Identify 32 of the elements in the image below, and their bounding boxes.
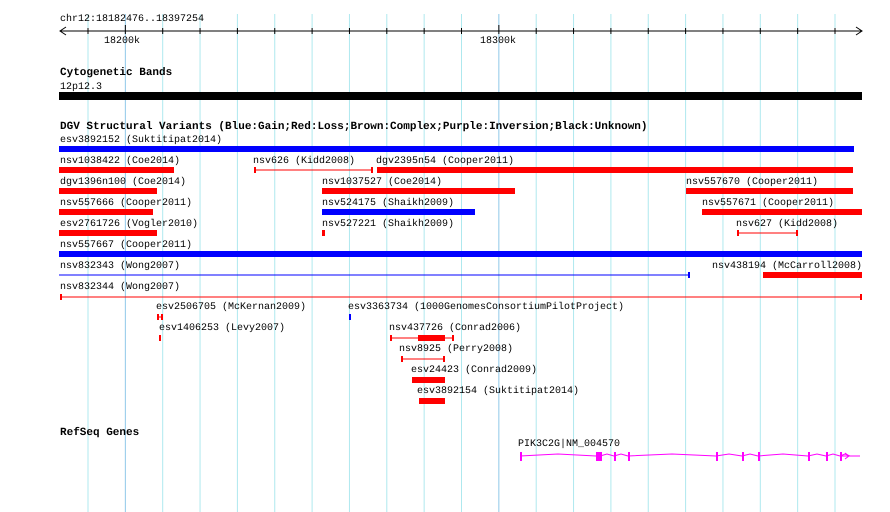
band-label: 12p12.3 [60,82,102,94]
scale-label: 18300k [480,36,516,48]
variant-label: nsv626 (Kidd2008) [253,156,356,168]
gene-label: PIK3C2G|NM_004570 [518,439,620,451]
variant-label: esv3363734 (1000GenomesConsortiumPilotProject) [348,302,624,314]
variant-label: dgv2395n54 (Cooper2011) [376,156,514,168]
variant-label: nsv557671 (Cooper2011) [702,198,834,210]
variant-label: esv3892152 (Suktitipat2014) [60,135,222,147]
variant-label: dgv1396n100 (Coe2014) [60,177,186,189]
variant-label: esv24423 (Conrad2009) [411,365,538,377]
variant-label: nsv557670 (Cooper2011) [686,177,818,189]
variant-label: nsv557666 (Cooper2011) [60,198,192,210]
variant-label: nsv524175 (Shaikh2009) [322,198,454,210]
genomic-position-title: chr12:18182476..18397254 [60,14,204,26]
variant-label: nsv557667 (Cooper2011) [60,240,192,252]
variant-label: nsv832343 (Wong2007) [60,261,180,273]
scale-label: 18200k [104,36,140,48]
variant-label: nsv8925 (Perry2008) [399,344,514,356]
variant-label: esv2761726 (Vogler2010) [60,219,198,231]
variant-label: nsv1037527 (Coe2014) [322,177,442,189]
variant-label: esv1406253 (Levy2007) [159,323,286,335]
variant-label: nsv627 (Kidd2008) [736,219,838,231]
variant-label: nsv1038422 (Coe2014) [60,156,180,168]
track-heading: RefSeq Genes [60,427,140,439]
variant-label: esv2506705 (McKernan2009) [156,302,306,314]
variant-label: nsv832344 (Wong2007) [60,282,180,294]
track-heading: DGV Structural Variants (Blue:Gain;Red:Loss;Brown:Complex;Purple:Inversion;Black:Unknown) [60,121,648,133]
variant-label: esv3892154 (Suktitipat2014) [417,386,580,398]
track-heading: Cytogenetic Bands [60,67,172,79]
variant-label: nsv527221 (Shaikh2009) [322,219,454,231]
variant-label: nsv438194 (McCarroll2008) [712,261,862,273]
variant-label: nsv437726 (Conrad2006) [389,323,522,335]
